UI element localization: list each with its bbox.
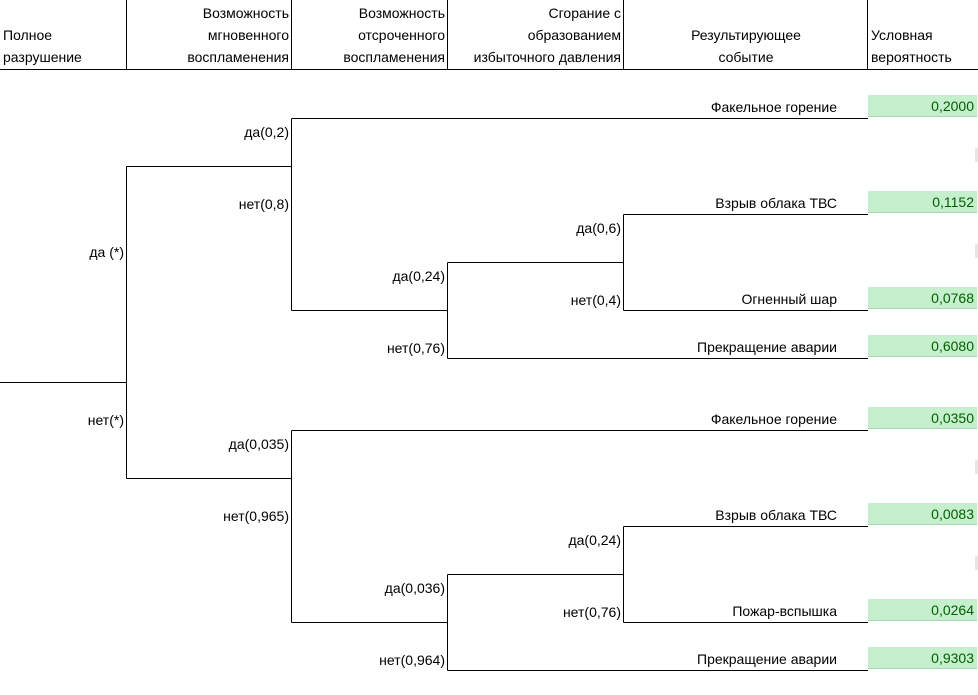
header-full-destruction: Полное разрушение (3, 0, 123, 69)
outcome-event: Прекращение аварии (697, 651, 837, 667)
branch-label-a-overpressure-no: нет(0,4) (570, 292, 621, 308)
branch-label-b-delayed-yes: да(0,036) (384, 580, 445, 596)
cell-edge-mark (975, 556, 978, 570)
header-line: вероятность (871, 49, 952, 65)
branch-label-a-delayed-yes: да(0,24) (392, 268, 445, 284)
header-divider (867, 0, 868, 69)
outcome-event: Факельное горение (710, 411, 837, 427)
branch-label-b-instant-yes: да(0,035) (228, 436, 289, 452)
branch-label-b-overpressure-no: нет(0,76) (562, 604, 621, 620)
outcome-probability: 0,9303 (868, 647, 977, 669)
branch-label-a-instant-no: нет(0,8) (238, 196, 289, 212)
outcome-probability: 0,0768 (868, 287, 977, 309)
outcome-event: Прекращение аварии (697, 339, 837, 355)
header-line: Возможность (202, 5, 289, 21)
cell-edge-mark (975, 244, 978, 258)
header-line: отсроченного (358, 27, 445, 43)
outcome-event: Взрыв облака ТВС (715, 195, 837, 211)
header-line: Полное (3, 27, 53, 43)
outcome-probability: 0,0083 (868, 503, 977, 525)
header-line: мгновенного (207, 27, 289, 43)
cell-edge-mark (975, 148, 978, 162)
outcome-probability: 0,1152 (868, 191, 977, 213)
branch-label-full-no: нет(*) (87, 412, 124, 428)
header-line: разрушение (3, 49, 82, 65)
branch-label-a-instant-yes: да(0,2) (244, 124, 289, 140)
header-line: Условная (871, 27, 933, 43)
outcome-event: Взрыв облака ТВС (715, 507, 837, 523)
branch-label-a-overpressure-yes: да(0,6) (576, 220, 621, 236)
header-divider (623, 0, 624, 69)
branch-label-a-delayed-no: нет(0,76) (386, 340, 445, 356)
header-line: Результирующее (691, 27, 801, 43)
header-instant-ignition: Возможность мгновенного воспламенения (130, 0, 289, 69)
outcome-probability: 0,2000 (868, 95, 977, 117)
outcome-event: Огненный шар (741, 291, 837, 307)
header-line: воспламенения (187, 49, 289, 65)
header-line: избыточного давления (473, 49, 621, 65)
branch-label-b-instant-no: нет(0,965) (223, 508, 289, 524)
branch-label-full-yes: да (*) (89, 244, 124, 260)
outcome-probability: 0,0350 (868, 407, 977, 429)
outcome-event: Факельное горение (710, 99, 837, 115)
header-delayed-ignition: Возможность отсроченного воспламенения (295, 0, 445, 69)
header-line: событие (718, 49, 774, 65)
header-line: воспламенения (343, 49, 445, 65)
outcome-probability: 0,6080 (868, 335, 977, 357)
branch-label-b-delayed-no: нет(0,964) (379, 652, 445, 668)
header-resulting-event: Результирующее событие (627, 0, 865, 69)
branch-label-b-overpressure-yes: да(0,24) (568, 532, 621, 548)
header-line: образованием (527, 27, 621, 43)
outcome-probability: 0,0264 (868, 599, 977, 621)
header-overpressure: Сгорание с образованием избыточного давл… (451, 0, 621, 69)
header-divider (126, 0, 127, 69)
header-divider (291, 0, 292, 69)
header-bottom-border (0, 69, 978, 70)
outcome-event: Пожар-вспышка (732, 603, 837, 619)
header-conditional-probability: Условная вероятность (871, 0, 976, 69)
header-line: Сгорание с (548, 5, 622, 21)
header-line: Возможность (358, 5, 445, 21)
header-divider (447, 0, 448, 69)
cell-edge-mark (975, 460, 978, 474)
